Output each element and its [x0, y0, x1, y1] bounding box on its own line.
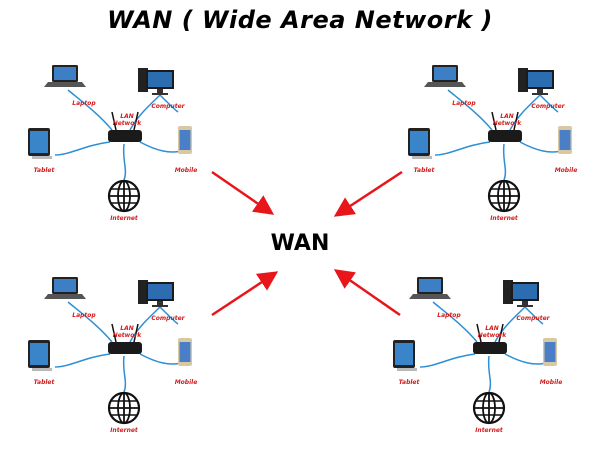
laptop-label: Laptop: [452, 100, 476, 107]
arrow-bottom-left: [211, 271, 279, 317]
arrow-bottom-right: [333, 269, 401, 317]
computer-label: Computer: [516, 315, 550, 322]
page-title: WAN ( Wide Area Network ): [107, 6, 493, 34]
network-cable: [432, 301, 478, 343]
network-cable: [539, 94, 559, 113]
internet-globe-icon: [107, 179, 141, 213]
arrow-top-left: [211, 170, 275, 215]
mobile-icon: [178, 126, 192, 154]
router-icon: [108, 111, 142, 142]
network-cable: [67, 89, 113, 131]
mobile-icon: [178, 338, 192, 366]
mobile-icon: [543, 338, 557, 366]
tablet-icon: [28, 128, 52, 159]
tablet-label: Tablet: [34, 379, 56, 386]
laptop-label: Laptop: [437, 312, 461, 319]
computer-icon: [503, 280, 539, 307]
network-cable: [419, 353, 476, 368]
mobile-label: Mobile: [175, 167, 198, 174]
tablet-label: Tablet: [34, 167, 56, 174]
network-cable: [434, 141, 491, 156]
internet-globe-icon: [487, 179, 521, 213]
network-cable: [122, 355, 127, 393]
tablet-label: Tablet: [414, 167, 436, 174]
network-cable: [509, 94, 541, 131]
tablet-icon: [408, 128, 432, 159]
computer-label: Computer: [531, 103, 565, 110]
internet-label: Internet: [475, 427, 504, 434]
computer-icon: [138, 68, 174, 95]
internet-globe-icon: [107, 391, 141, 425]
mobile-label: Mobile: [540, 379, 563, 386]
tablet-icon: [393, 340, 417, 371]
router-icon: [488, 111, 522, 142]
arrow-top-right: [333, 170, 403, 217]
laptop-icon: [44, 277, 86, 299]
network-cable: [54, 353, 111, 368]
laptop-label: Laptop: [72, 312, 96, 319]
computer-label: Computer: [151, 315, 185, 322]
laptop-icon: [44, 65, 86, 87]
network-cable: [159, 94, 179, 113]
network-cable: [494, 306, 526, 343]
internet-label: Internet: [110, 427, 139, 434]
network-cable: [159, 306, 179, 325]
internet-globe-icon: [472, 391, 506, 425]
network-cable: [129, 306, 161, 343]
router-icon: [108, 323, 142, 354]
wan-center-label: WAN: [271, 231, 330, 256]
network-cable: [502, 143, 507, 181]
laptop-icon: [424, 65, 466, 87]
internet-label: Internet: [110, 215, 139, 222]
mobile-label: Mobile: [175, 379, 198, 386]
computer-icon: [518, 68, 554, 95]
tablet-label: Tablet: [399, 379, 421, 386]
mobile-label: Mobile: [555, 167, 578, 174]
network-cable: [487, 355, 492, 393]
network-cable: [54, 141, 111, 156]
arrows: [211, 170, 403, 317]
mobile-icon: [558, 126, 572, 154]
computer-icon: [138, 280, 174, 307]
network-cable: [447, 89, 493, 131]
router-icon: [473, 323, 507, 354]
computer-label: Computer: [151, 103, 185, 110]
network-cable: [129, 94, 161, 131]
internet-label: Internet: [490, 215, 519, 222]
network-cable: [122, 143, 127, 181]
laptop-icon: [409, 277, 451, 299]
tablet-icon: [28, 340, 52, 371]
laptop-label: Laptop: [72, 100, 96, 107]
network-cable: [524, 306, 544, 325]
network-cable: [67, 301, 113, 343]
